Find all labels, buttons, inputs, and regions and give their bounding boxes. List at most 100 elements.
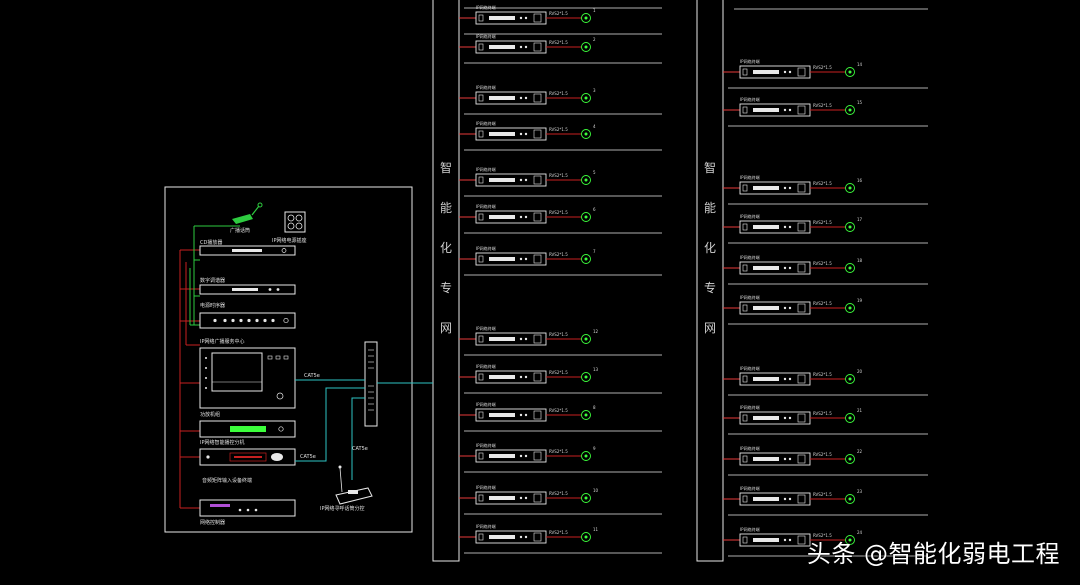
terminal-label: IP网络终端	[740, 213, 760, 219]
terminal-row: IP网络终端 RVS2*1.5 22	[723, 445, 928, 476]
network-controller-icon	[199, 499, 296, 517]
speaker-number: 21	[857, 408, 863, 413]
tuner-icon	[199, 284, 296, 295]
cable-type-label: RVS2*1.5	[813, 533, 832, 538]
cable-type-label: RVS2*1.5	[549, 40, 568, 45]
cable-label: CAT5e	[352, 446, 368, 452]
cable-type-label: RVS2*1.5	[549, 173, 568, 178]
bus-left-labels: 智 能 化 专 网	[440, 160, 452, 335]
left-terminal-column: IP网络终端RVS2*1.51IP网络终端RVS2*1.52IP网络终端RVS2…	[459, 4, 662, 554]
ip-terminal-icon	[475, 530, 547, 544]
ip-terminal-icon	[475, 11, 547, 25]
control-room-frame	[164, 186, 413, 533]
bus-left-char: 智	[440, 160, 452, 175]
ip-terminal-icon	[739, 411, 811, 425]
speaker-icon	[845, 222, 855, 232]
speaker-icon	[581, 254, 591, 264]
ip-terminal-icon	[475, 40, 547, 54]
ip-terminal-icon	[739, 220, 811, 234]
paging-microphone-icon	[335, 465, 373, 505]
speaker-number: 22	[857, 449, 863, 454]
eq-label-tuner: 数字调谐器	[200, 277, 225, 284]
ip-terminal-icon	[475, 252, 547, 266]
ip-terminal-icon	[739, 372, 811, 386]
cable-type-label: RVS2*1.5	[549, 491, 568, 496]
terminal-label: IP网络终端	[740, 294, 760, 300]
cable-label: CAT5e	[300, 454, 316, 460]
speaker-icon	[845, 454, 855, 464]
cable-type-label: RVS2*1.5	[549, 332, 568, 337]
network-bus-left	[432, 0, 460, 562]
cable-type-label: RVS2*1.5	[549, 370, 568, 375]
terminal-label: IP网络终端	[740, 58, 760, 64]
watermark: 头条 @智能化弱电工程	[806, 540, 1060, 568]
ip-terminal-icon	[739, 301, 811, 315]
ip-terminal-icon	[739, 103, 811, 117]
eq-label-sequencer: 电源时序器	[200, 302, 225, 309]
speaker-icon	[845, 263, 855, 273]
ip-terminal-icon	[739, 65, 811, 79]
terminal-label: IP网络终端	[476, 120, 496, 126]
control-wiring	[189, 225, 240, 326]
microphone-icon	[232, 202, 263, 224]
terminal-row: IP网络终端 RVS2*1.5 7	[459, 245, 662, 276]
cable-type-label: RVS2*1.5	[813, 452, 832, 457]
speaker-number: 5	[593, 170, 596, 175]
terminal-label: IP网络终端	[476, 245, 496, 251]
speaker-icon	[581, 451, 591, 461]
cable-type-label: RVS2*1.5	[549, 210, 568, 215]
terminal-label: IP网络终端	[740, 445, 760, 451]
speaker-number: 1	[593, 8, 596, 13]
ip-terminal-icon	[475, 408, 547, 422]
right-terminal-column: IP网络终端RVS2*1.514IP网络终端RVS2*1.515IP网络终端RV…	[723, 8, 928, 557]
ip-terminal-icon	[475, 449, 547, 463]
terminal-row: IP网络终端 RVS2*1.5 17	[723, 213, 928, 244]
cable-type-label: RVS2*1.5	[549, 252, 568, 257]
bus-right-labels: 智 能 化 专 网	[704, 160, 716, 335]
cable-type-label: RVS2*1.5	[813, 261, 832, 266]
speaker-number: 18	[857, 258, 863, 263]
power-sequencer-icon	[199, 312, 296, 329]
speaker-number: 7	[593, 249, 596, 254]
cd-player-icon	[199, 245, 296, 256]
bus-left-char: 网	[440, 321, 452, 335]
speaker-icon	[581, 93, 591, 103]
speaker-number: 6	[593, 207, 596, 212]
eq-label-server: IP网络广播服务中心	[200, 338, 245, 345]
terminal-label: IP网络终端	[476, 325, 496, 331]
speaker-icon	[581, 372, 591, 382]
terminal-label: IP网络终端	[740, 404, 760, 410]
bus-right-char: 化	[704, 241, 716, 255]
speaker-number: 9	[593, 446, 596, 451]
ip-terminal-icon	[475, 332, 547, 346]
amplifier-icon	[199, 420, 296, 438]
speaker-number: 11	[593, 527, 599, 532]
network-switch-icon	[364, 341, 378, 427]
terminal-label: IP网络终端	[476, 203, 496, 209]
speaker-icon	[845, 494, 855, 504]
speaker-number: 17	[857, 217, 863, 222]
bus-right-char: 网	[704, 321, 716, 335]
terminal-label: IP网络终端	[476, 166, 496, 172]
cable-type-label: RVS2*1.5	[813, 301, 832, 306]
bus-left-char: 能	[440, 201, 452, 215]
ip-terminal-icon	[739, 533, 811, 547]
cable-type-label: RVS2*1.5	[813, 220, 832, 225]
network-links	[295, 379, 433, 480]
speaker-number: 2	[593, 37, 596, 42]
speaker-icon	[845, 535, 855, 545]
speaker-number: 4	[593, 124, 596, 129]
cable-type-label: RVS2*1.5	[549, 11, 568, 16]
